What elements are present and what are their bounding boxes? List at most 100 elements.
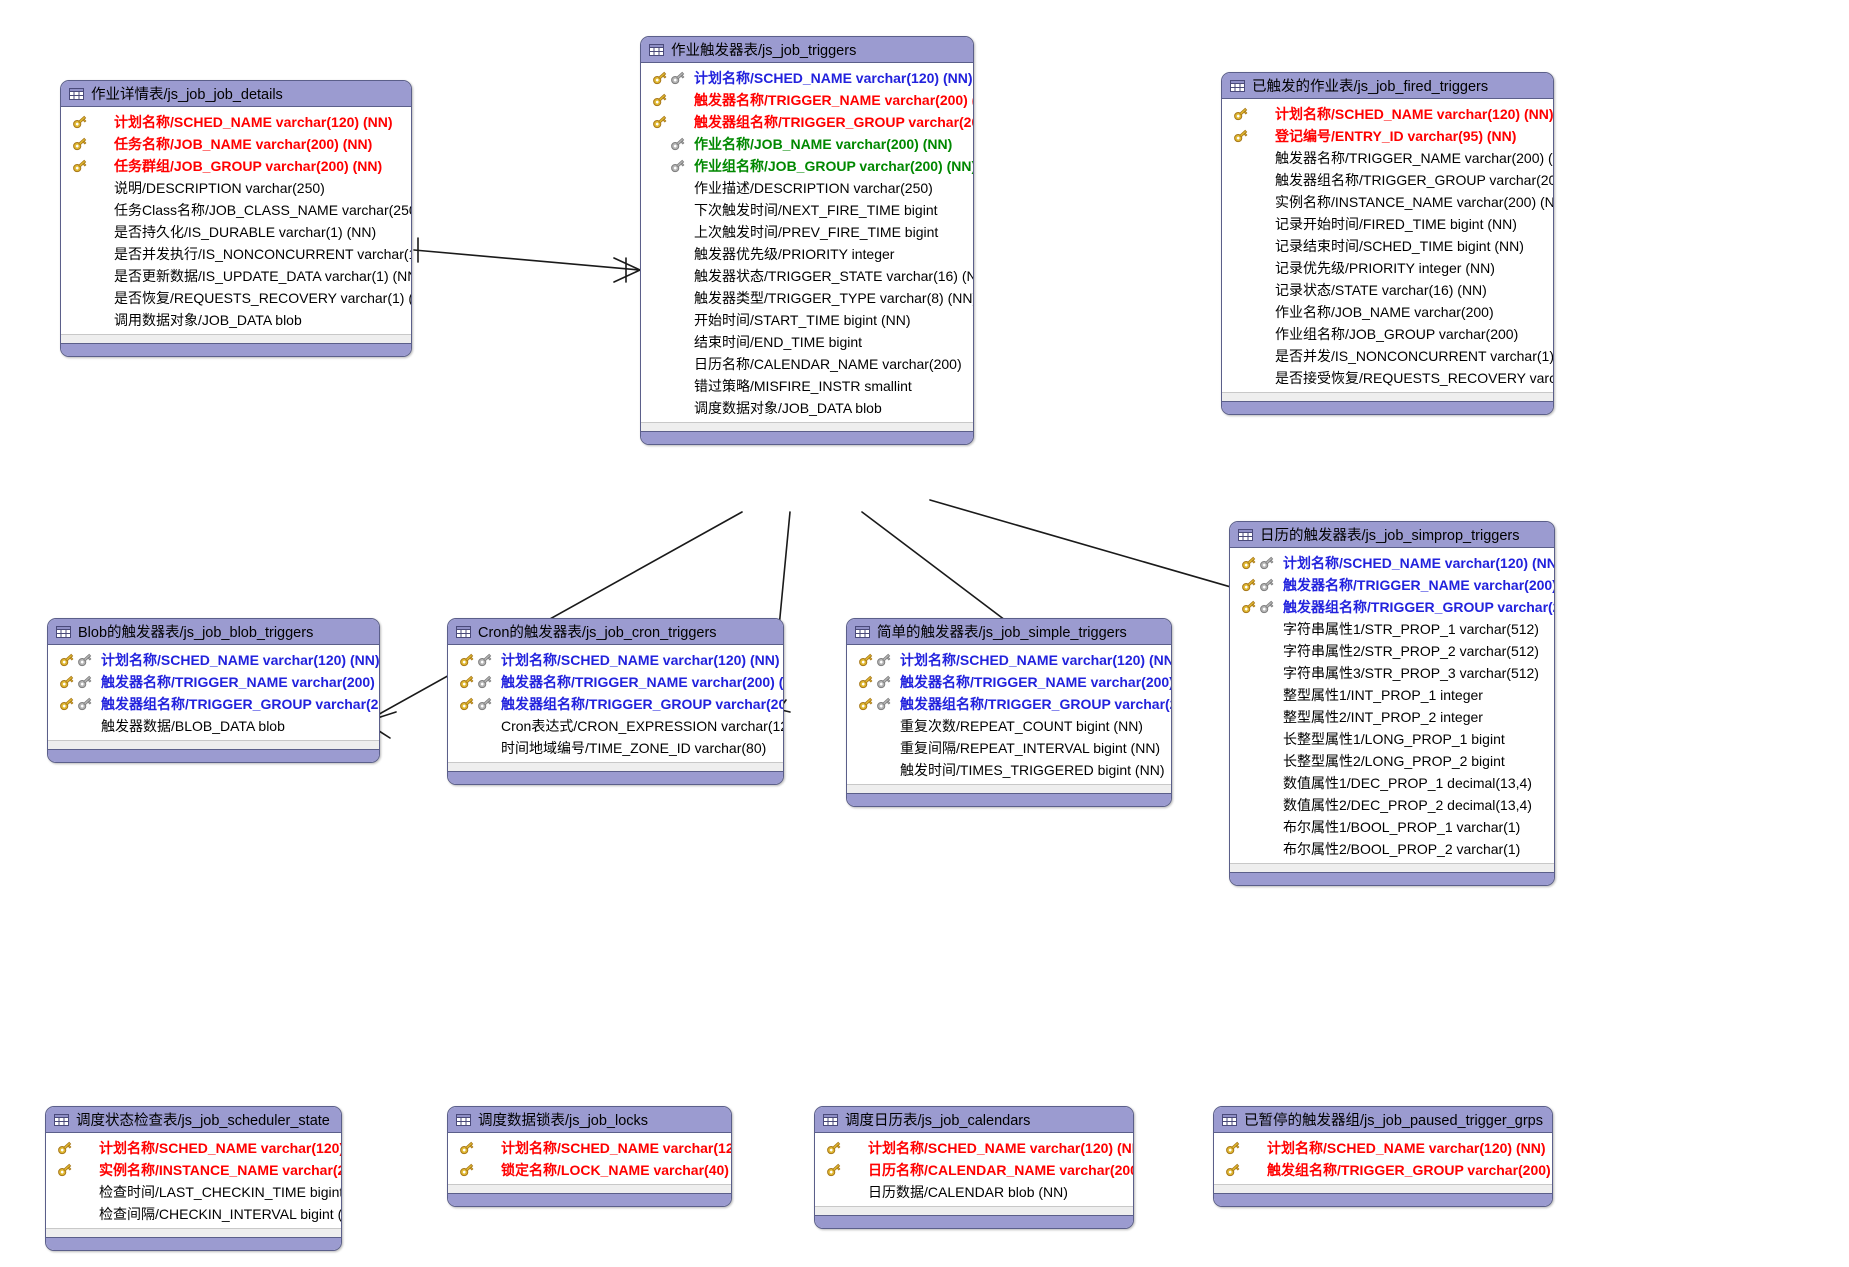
field-row[interactable]: 登记编号/ENTRY_ID varchar(95) (NN) <box>1222 125 1553 147</box>
field-row[interactable]: 作业描述/DESCRIPTION varchar(250) <box>641 177 973 199</box>
field-row[interactable]: 实例名称/INSTANCE_NAME varchar(200) (NN) <box>46 1159 341 1181</box>
field-row[interactable]: 调用数据对象/JOB_DATA blob <box>61 309 411 331</box>
field-row[interactable]: 布尔属性2/BOOL_PROP_2 varchar(1) <box>1230 838 1554 860</box>
field-row[interactable]: 是否更新数据/IS_UPDATE_DATA varchar(1) (NN) <box>61 265 411 287</box>
field-row[interactable]: 触发器名称/TRIGGER_NAME varchar(200) (NN) <box>448 671 783 693</box>
field-row[interactable]: 数值属性2/DEC_PROP_2 decimal(13,4) <box>1230 794 1554 816</box>
field-row[interactable]: 作业组名称/JOB_GROUP varchar(200) <box>1222 323 1553 345</box>
key-slot-empty <box>458 718 475 734</box>
field-row[interactable]: 锁定名称/LOCK_NAME varchar(40) (NN) <box>448 1159 731 1181</box>
field-row[interactable]: 记录优先级/PRIORITY integer (NN) <box>1222 257 1553 279</box>
field-row[interactable]: 作业名称/JOB_NAME varchar(200) <box>1222 301 1553 323</box>
field-row[interactable]: 是否并发执行/IS_NONCONCURRENT varchar(1) (NN) <box>61 243 411 265</box>
entity-fields-simple_triggers: 计划名称/SCHED_NAME varchar(120) (NN)触发器名称/T… <box>847 645 1171 784</box>
field-row[interactable]: 数值属性1/DEC_PROP_1 decimal(13,4) <box>1230 772 1554 794</box>
field-row[interactable]: 上次触发时间/PREV_FIRE_TIME bigint <box>641 221 973 243</box>
entity-blob_triggers[interactable]: Blob的触发器表/js_job_blob_triggers 计划名称/SCHED… <box>47 618 380 763</box>
field-row[interactable]: 检查时间/LAST_CHECKIN_TIME bigint (NN) <box>46 1181 341 1203</box>
field-row[interactable]: 计划名称/SCHED_NAME varchar(120) (NN) <box>1222 103 1553 125</box>
field-row[interactable]: 日历名称/CALENDAR_NAME varchar(200) <box>641 353 973 375</box>
field-row[interactable]: 触发器状态/TRIGGER_STATE varchar(16) (NN) <box>641 265 973 287</box>
field-row[interactable]: 检查间隔/CHECKIN_INTERVAL bigint (NN) <box>46 1203 341 1225</box>
field-row[interactable]: 触发器组名称/TRIGGER_GROUP varchar(200) (NN) <box>448 693 783 715</box>
field-row[interactable]: 错过策略/MISFIRE_INSTR smallint <box>641 375 973 397</box>
field-row[interactable]: 计划名称/SCHED_NAME varchar(120) (NN) <box>448 649 783 671</box>
field-row[interactable]: 长整型属性1/LONG_PROP_1 bigint <box>1230 728 1554 750</box>
field-row[interactable]: 计划名称/SCHED_NAME varchar(120) (NN) <box>1214 1137 1552 1159</box>
field-row[interactable]: 触发器组名称/TRIGGER_GROUP varchar(200) (NN) <box>641 111 973 133</box>
field-row[interactable]: 字符串属性3/STR_PROP_3 varchar(512) <box>1230 662 1554 684</box>
field-row[interactable]: 触发器组名称/TRIGGER_GROUP varchar(200) (NN) <box>847 693 1171 715</box>
field-row[interactable]: 字符串属性1/STR_PROP_1 varchar(512) <box>1230 618 1554 640</box>
field-row[interactable]: 触发器组名称/TRIGGER_GROUP varchar(200) (NN) <box>48 693 379 715</box>
field-row[interactable]: 触发器名称/TRIGGER_NAME varchar(200) (NN) <box>641 89 973 111</box>
field-label: 检查间隔/CHECKIN_INTERVAL bigint (NN) <box>99 1206 342 1222</box>
field-row[interactable]: 计划名称/SCHED_NAME varchar(120) (NN) <box>641 67 973 89</box>
entity-title: Blob的触发器表/js_job_blob_triggers <box>78 625 314 641</box>
field-row[interactable]: 触发器名称/TRIGGER_NAME varchar(200) (NN) <box>847 671 1171 693</box>
entity-spacer <box>847 784 1171 793</box>
field-row[interactable]: 开始时间/START_TIME bigint (NN) <box>641 309 973 331</box>
field-row[interactable]: 作业名称/JOB_NAME varchar(200) (NN) <box>641 133 973 155</box>
field-row[interactable]: 记录开始时间/FIRED_TIME bigint (NN) <box>1222 213 1553 235</box>
field-row[interactable]: 调度数据对象/JOB_DATA blob <box>641 397 973 419</box>
field-row[interactable]: 触发组名称/TRIGGER_GROUP varchar(200) (NN) <box>1214 1159 1552 1181</box>
field-row[interactable]: 任务Class名称/JOB_CLASS_NAME varchar(250) (N… <box>61 199 411 221</box>
field-row[interactable]: 布尔属性1/BOOL_PROP_1 varchar(1) <box>1230 816 1554 838</box>
field-row[interactable]: 触发器名称/TRIGGER_NAME varchar(200) (NN) <box>1230 574 1554 596</box>
field-row[interactable]: 重复间隔/REPEAT_INTERVAL bigint (NN) <box>847 737 1171 759</box>
field-row[interactable]: 记录结束时间/SCHED_TIME bigint (NN) <box>1222 235 1553 257</box>
field-row[interactable]: 计划名称/SCHED_NAME varchar(120) (NN) <box>1230 552 1554 574</box>
field-row[interactable]: 计划名称/SCHED_NAME varchar(120) (NN) <box>815 1137 1133 1159</box>
entity-spacer <box>1214 1184 1552 1193</box>
field-row[interactable]: 下次触发时间/NEXT_FIRE_TIME bigint <box>641 199 973 221</box>
field-row[interactable]: 日历数据/CALENDAR blob (NN) <box>815 1181 1133 1203</box>
field-row[interactable]: 计划名称/SCHED_NAME varchar(120) (NN) <box>46 1137 341 1159</box>
field-row[interactable]: 触发器名称/TRIGGER_NAME varchar(200) (NN) <box>1222 147 1553 169</box>
field-row[interactable]: 是否持久化/IS_DURABLE varchar(1) (NN) <box>61 221 411 243</box>
field-row[interactable]: 是否并发/IS_NONCONCURRENT varchar(1) <box>1222 345 1553 367</box>
field-row[interactable]: 计划名称/SCHED_NAME varchar(120) (NN) <box>847 649 1171 671</box>
field-row[interactable]: 触发器名称/TRIGGER_NAME varchar(200) (NN) <box>48 671 379 693</box>
field-row[interactable]: 字符串属性2/STR_PROP_2 varchar(512) <box>1230 640 1554 662</box>
field-row[interactable]: 任务名称/JOB_NAME varchar(200) (NN) <box>61 133 411 155</box>
field-row[interactable]: 长整型属性2/LONG_PROP_2 bigint <box>1230 750 1554 772</box>
field-row[interactable]: 日历名称/CALENDAR_NAME varchar(200) (NN) <box>815 1159 1133 1181</box>
field-row[interactable]: 时间地域编号/TIME_ZONE_ID varchar(80) <box>448 737 783 759</box>
field-row[interactable]: 整型属性2/INT_PROP_2 integer <box>1230 706 1554 728</box>
field-row[interactable]: 触发器类型/TRIGGER_TYPE varchar(8) (NN) <box>641 287 973 309</box>
field-row[interactable]: 是否恢复/REQUESTS_RECOVERY varchar(1) (NN) <box>61 287 411 309</box>
field-row[interactable]: 整型属性1/INT_PROP_1 integer <box>1230 684 1554 706</box>
field-row[interactable]: 任务群组/JOB_GROUP varchar(200) (NN) <box>61 155 411 177</box>
entity-spacer <box>815 1206 1133 1215</box>
key-slot-empty <box>1232 260 1249 276</box>
field-row[interactable]: 说明/DESCRIPTION varchar(250) <box>61 177 411 199</box>
table-icon <box>54 1113 69 1126</box>
field-row[interactable]: 触发器优先级/PRIORITY integer <box>641 243 973 265</box>
field-row[interactable]: 重复次数/REPEAT_COUNT bigint (NN) <box>847 715 1171 737</box>
field-row[interactable]: 计划名称/SCHED_NAME varchar(120) (NN) <box>48 649 379 671</box>
field-row[interactable]: Cron表达式/CRON_EXPRESSION varchar(120) (NN… <box>448 715 783 737</box>
field-row[interactable]: 结束时间/END_TIME bigint <box>641 331 973 353</box>
field-row[interactable]: 计划名称/SCHED_NAME varchar(120) (NN) <box>448 1137 731 1159</box>
key-slot-empty <box>669 224 686 240</box>
field-row[interactable]: 记录状态/STATE varchar(16) (NN) <box>1222 279 1553 301</box>
field-row[interactable]: 是否接受恢复/REQUESTS_RECOVERY varchar(1) <box>1222 367 1553 389</box>
field-row[interactable]: 计划名称/SCHED_NAME varchar(120) (NN) <box>61 111 411 133</box>
field-row[interactable]: 作业组名称/JOB_GROUP varchar(200) (NN) <box>641 155 973 177</box>
field-row[interactable]: 实例名称/INSTANCE_NAME varchar(200) (NN) <box>1222 191 1553 213</box>
field-row[interactable]: 触发器组名称/TRIGGER_GROUP varchar(200) (NN) <box>1222 169 1553 191</box>
field-row[interactable]: 触发时间/TIMES_TRIGGERED bigint (NN) <box>847 759 1171 781</box>
field-row[interactable]: 触发器数据/BLOB_DATA blob <box>48 715 379 737</box>
field-row[interactable]: 触发器组名称/TRIGGER_GROUP varchar(200) (NN) <box>1230 596 1554 618</box>
